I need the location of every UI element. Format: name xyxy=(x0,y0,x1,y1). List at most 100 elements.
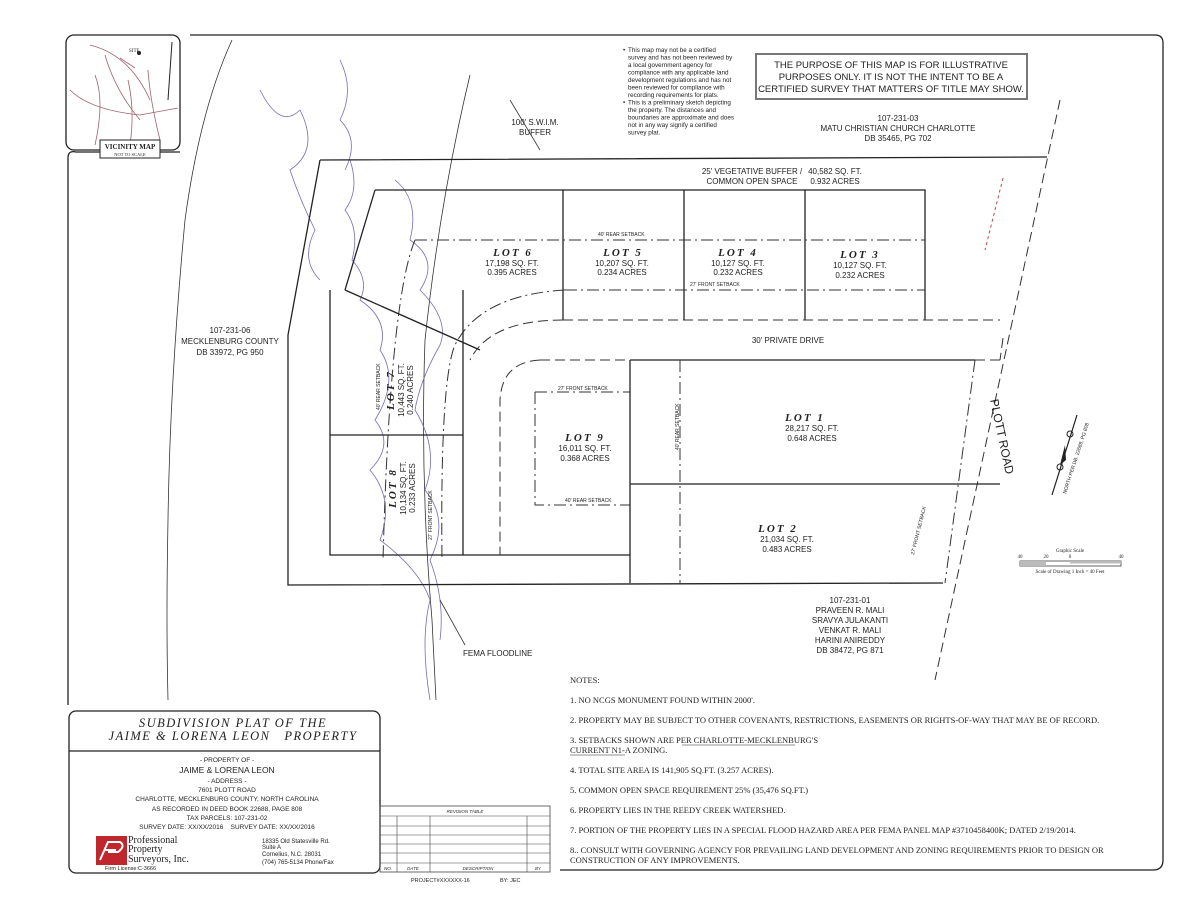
svg-text:0.232 ACRES: 0.232 ACRES xyxy=(835,271,884,280)
plott-road-centerline xyxy=(934,99,1061,681)
lot-3[interactable]: LOT 310,127 SQ. FT.0.232 ACRES xyxy=(833,249,887,280)
svg-text:28,217 SQ. FT.: 28,217 SQ. FT. xyxy=(785,424,839,433)
title-block xyxy=(68,710,381,874)
svg-text:10,134 SQ. FT.: 10,134 SQ. FT. xyxy=(399,461,408,515)
plott-road-label: PLOTT ROAD xyxy=(987,398,1017,476)
north-arrow-label: NORTH PER DB. 22688, PG 808 xyxy=(1062,422,1091,495)
svg-text:0.368 ACRES: 0.368 ACRES xyxy=(560,454,609,463)
note: 4. TOTAL SITE AREA IS 141,905 SQ.FT. (3.… xyxy=(570,765,774,775)
svg-text:0.483 ACRES: 0.483 ACRES xyxy=(762,545,811,554)
north-arrow-icon xyxy=(1051,414,1078,496)
svg-text:0.648 ACRES: 0.648 ACRES xyxy=(787,434,836,443)
svg-text:DATE: DATE xyxy=(407,866,420,871)
svg-text:0.395 ACRES: 0.395 ACRES xyxy=(487,268,536,277)
firm-license: Firm License:C-3666 xyxy=(105,866,156,872)
lot-4[interactable]: LOT 410,127 SQ. FT.0.232 ACRES xyxy=(711,247,765,277)
svg-text:REVISION TABLE: REVISION TABLE xyxy=(447,809,485,814)
note: 3. SETBACKS SHOWN ARE PER CHARLOTTE-MECK… xyxy=(570,735,818,745)
revision-table: REVISION TABLE NO. DATE DESCRIPTION BY xyxy=(379,805,551,873)
title-block-details: - PROPERTY OF - JAIME & LORENA LEON - AD… xyxy=(135,757,319,831)
svg-text:LOT 2: LOT 2 xyxy=(757,523,798,535)
project-number: PROJECT#XXXXXX-16 xyxy=(411,878,470,884)
svg-text:10,127 SQ. FT.: 10,127 SQ. FT. xyxy=(833,261,887,270)
lot-9[interactable]: LOT 916,011 SQ. FT.0.368 ACRES xyxy=(558,432,611,463)
graphic-scale: Graphic Scale 40 20 0 40 Scale of Drawin… xyxy=(1018,549,1125,575)
buffer-inner-line xyxy=(344,189,926,320)
company-logo xyxy=(96,836,127,865)
swim-buffer-leader xyxy=(509,99,541,151)
svg-text:LOT 3: LOT 3 xyxy=(839,249,880,261)
lot-5[interactable]: LOT 510,207 SQ. FT.0.234 ACRES xyxy=(595,247,649,277)
drive-north-edge xyxy=(469,319,1000,361)
setbacks-south xyxy=(534,360,681,583)
fema-floodline xyxy=(259,59,443,701)
svg-text:17,198 SQ. FT.: 17,198 SQ. FT. xyxy=(485,259,539,268)
svg-text:BY: BY xyxy=(535,866,542,871)
svg-text:0: 0 xyxy=(1069,555,1072,560)
swim-buffer-label: 100' S.W.I.M.BUFFER xyxy=(511,118,558,137)
fence-line xyxy=(984,177,1004,251)
setbacks-north xyxy=(415,239,925,291)
svg-text:LOT 9: LOT 9 xyxy=(564,432,605,444)
setback-label: 40' REAR SETBACK xyxy=(675,403,681,450)
vegetative-buffer-label: 25' VEGETATIVE BUFFER /COMMON OPEN SPACE xyxy=(702,167,803,186)
vicinity-map-subtitle: NOT TO SCALE xyxy=(114,152,146,157)
svg-text:7601 PLOTT ROAD: 7601 PLOTT ROAD xyxy=(198,787,256,794)
svg-text:0.232 ACRES: 0.232 ACRES xyxy=(713,268,762,277)
lot-2[interactable]: LOT 221,034 SQ. FT.0.483 ACRES xyxy=(757,523,814,554)
vegetative-buffer-area: 40,582 SQ. FT.0.932 ACRES xyxy=(808,167,862,186)
svg-text:0.240 ACRES: 0.240 ACRES xyxy=(406,365,415,414)
svg-text:10,207 SQ. FT.: 10,207 SQ. FT. xyxy=(595,259,649,268)
setback-label: 27' FRONT SETBACK xyxy=(428,490,434,540)
lot-lines-south xyxy=(329,289,1000,583)
lot-1[interactable]: LOT 128,217 SQ. FT.0.648 ACRES xyxy=(784,412,839,443)
lot-6[interactable]: LOT 617,198 SQ. FT.0.395 ACRES xyxy=(485,247,539,277)
setback-label: 27' FRONT SETBACK xyxy=(910,505,928,555)
note: 7. PORTION OF THE PROPERTY LIES IN A SPE… xyxy=(570,825,1076,835)
purpose-statement: THE PURPOSE OF THIS MAP IS FOR ILLUSTRAT… xyxy=(758,60,1024,95)
note: 2. PROPERTY MAY BE SUBJECT TO OTHER COVE… xyxy=(570,715,1099,725)
svg-text:21,034 SQ. FT.: 21,034 SQ. FT. xyxy=(760,535,814,544)
svg-text:SURVEY DATE: XX/XX/2016 SUR: SURVEY DATE: XX/XX/2016 SURVEY DATE: XX/… xyxy=(139,824,315,831)
note: 1. NO NCGS MONUMENT FOUND WITHIN 2000'. xyxy=(570,695,755,705)
svg-text:LOT 4: LOT 4 xyxy=(717,247,758,259)
svg-text:Scale of Drawing 1 Inch = 40 F: Scale of Drawing 1 Inch = 40 Feet xyxy=(1035,570,1105,575)
svg-text:- PROPERTY OF -: - PROPERTY OF - xyxy=(200,757,254,764)
lot-1-2-front-setback xyxy=(944,359,976,584)
vicinity-map: VICINITY MAP NOT TO SCALE SITE xyxy=(69,41,179,159)
svg-text:20: 20 xyxy=(1044,555,1050,560)
notes: NOTES: 1. NO NCGS MONUMENT FOUND WITHIN … xyxy=(570,675,1104,865)
setback-label: 40' REAR SETBACK xyxy=(598,232,645,238)
note: 5. COMMON OPEN SPACE REQUIREMENT 25% (35… xyxy=(570,785,808,795)
swim-buffer-line xyxy=(423,74,471,701)
svg-text:Graphic Scale: Graphic Scale xyxy=(1056,549,1085,554)
setback-label: 27' FRONT SETBACK xyxy=(558,386,608,392)
drawing-frame xyxy=(190,34,1164,871)
note: 6. PROPERTY LIES IN THE REEDY CREEK WATE… xyxy=(570,805,786,815)
svg-text:NO.: NO. xyxy=(384,866,392,871)
creek-line xyxy=(166,39,233,701)
notes-heading: NOTES: xyxy=(570,675,600,685)
svg-text:0.234 ACRES: 0.234 ACRES xyxy=(597,268,646,277)
fema-leader xyxy=(439,599,466,646)
lot-dividers-north xyxy=(562,190,806,320)
svg-text:LOT 8: LOT 8 xyxy=(387,468,399,509)
note: CONSTRUCTION OF ANY IMPROVEMENTS. xyxy=(570,855,740,865)
svg-text:LOT 6: LOT 6 xyxy=(492,247,533,259)
svg-text:40: 40 xyxy=(1018,555,1024,560)
site-marker-icon xyxy=(137,51,141,55)
svg-text:16,011 SQ. FT.: 16,011 SQ. FT. xyxy=(558,444,611,453)
svg-text:CHARLOTTE, MECKLENBURG COUNTY,: CHARLOTTE, MECKLENBURG COUNTY, NORTH CAR… xyxy=(135,796,319,803)
setback-label: 27' FRONT SETBACK xyxy=(690,282,740,288)
vicinity-map-title: VICINITY MAP xyxy=(105,143,156,151)
svg-text:LOT 1: LOT 1 xyxy=(784,412,825,424)
vicinity-map-frame xyxy=(65,34,181,151)
